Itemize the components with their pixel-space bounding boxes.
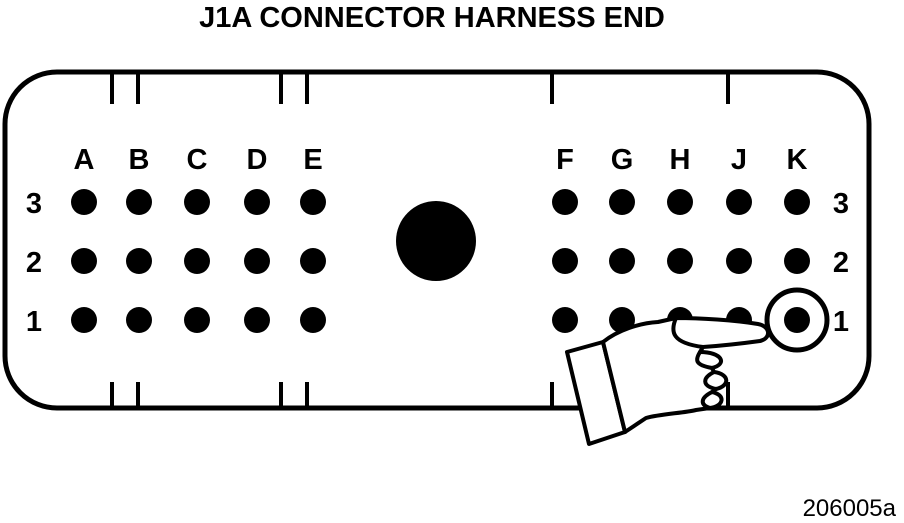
pin-e3 [300, 189, 326, 215]
highlight-ring-k1 [764, 287, 830, 353]
row-label-3-left: 3 [26, 188, 42, 220]
pin-a1 [71, 307, 97, 333]
column-label-k: K [787, 144, 808, 176]
pin-k2 [784, 248, 810, 274]
diagram-title: J1A CONNECTOR HARNESS END [199, 2, 665, 34]
row-labels-right: 3 2 1 [833, 188, 849, 338]
column-labels-right: F G H J K [556, 144, 807, 176]
keying-tabs-bottom [110, 382, 730, 408]
pin-d3 [244, 189, 270, 215]
pin-d2 [244, 248, 270, 274]
pin-e1 [300, 307, 326, 333]
pin-a2 [71, 248, 97, 274]
column-label-g: G [611, 144, 634, 176]
column-label-e: E [303, 144, 322, 176]
row-label-2-left: 2 [26, 247, 42, 279]
pin-f1 [552, 307, 578, 333]
center-key-dot [396, 201, 476, 281]
pin-h2 [667, 248, 693, 274]
pin-c3 [184, 189, 210, 215]
row-label-1-right: 1 [833, 306, 849, 338]
column-label-d: D [247, 144, 268, 176]
pin-g3 [609, 189, 635, 215]
pin-j2 [726, 248, 752, 274]
pin-k3 [784, 189, 810, 215]
pin-h3 [667, 189, 693, 215]
pin-b3 [126, 189, 152, 215]
pin-g2 [609, 248, 635, 274]
column-label-j: J [731, 144, 747, 176]
pointing-hand-icon [565, 316, 770, 446]
column-label-a: A [74, 144, 95, 176]
column-label-h: H [670, 144, 691, 176]
pin-e2 [300, 248, 326, 274]
pin-c1 [184, 307, 210, 333]
column-labels-left: A B C D E [74, 144, 323, 176]
pin-a3 [71, 189, 97, 215]
pin-f3 [552, 189, 578, 215]
pin-f2 [552, 248, 578, 274]
row-labels-left: 3 2 1 [26, 188, 42, 338]
figure-reference-id: 206005a [803, 495, 897, 522]
pin-k1 [784, 307, 810, 333]
row-label-3-right: 3 [833, 188, 849, 220]
pin-b2 [126, 248, 152, 274]
pin-c2 [184, 248, 210, 274]
pin-j3 [726, 189, 752, 215]
row-label-2-right: 2 [833, 247, 849, 279]
pin-b1 [126, 307, 152, 333]
column-label-f: F [556, 144, 574, 176]
row-label-1-left: 1 [26, 306, 42, 338]
keying-tabs-top [110, 72, 730, 104]
column-label-b: B [129, 144, 150, 176]
pin-d1 [244, 307, 270, 333]
column-label-c: C [187, 144, 208, 176]
